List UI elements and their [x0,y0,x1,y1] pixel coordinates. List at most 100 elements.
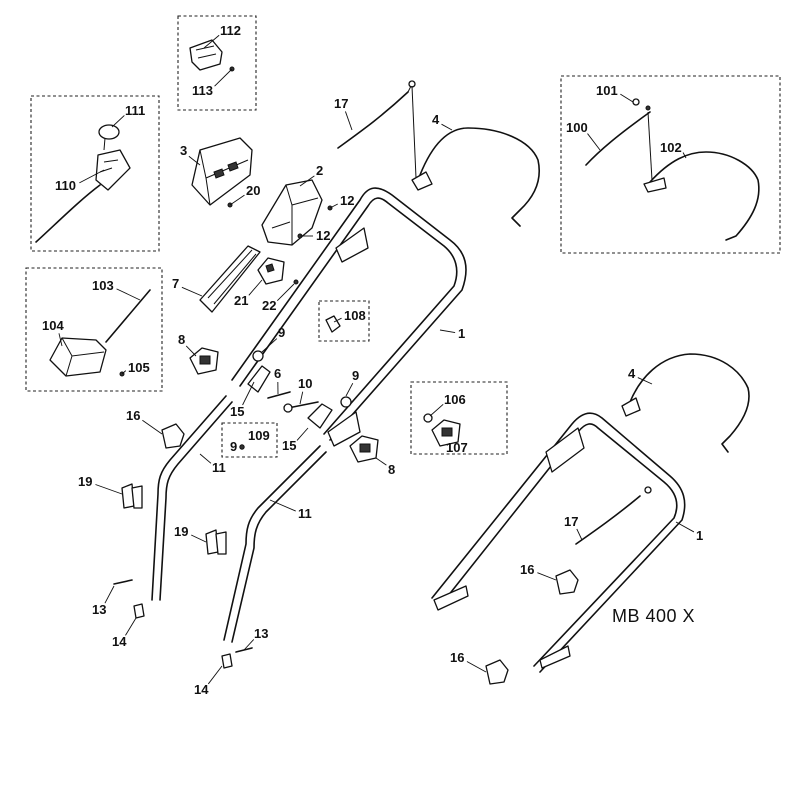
part-9-washer-b [340,396,352,408]
leader-16 [142,419,163,435]
leader-15 [242,381,255,406]
assembled-cap-16-b [485,659,509,685]
part-101-nut-dot [645,105,651,111]
leader-2 [299,175,315,187]
callout-9: 9 [278,325,285,340]
leader-10 [299,391,304,405]
callout-109: 109 [248,428,270,443]
part-15-bracket-a [247,365,271,393]
part-4-bail-bar-upper [411,85,540,227]
leader-21 [248,279,263,296]
callout-16: 16 [520,562,534,577]
assembled-handle-1 [431,412,686,673]
callout-3: 3 [180,143,187,158]
leader-1 [675,521,695,533]
part-10-bolt [283,401,319,413]
leader-9 [345,382,354,397]
leader-112 [203,34,220,49]
part-19-clip-right [205,529,227,555]
leader-101 [620,93,634,103]
callout-102: 102 [660,140,682,155]
part-100-cable [585,111,651,166]
part-102-bail-bar [643,111,760,241]
leader-11 [269,499,296,512]
leader-8 [185,345,197,357]
leader-4 [637,377,653,385]
part-109-screw [239,444,245,450]
leader-15 [296,427,309,441]
leader-14 [207,665,223,685]
part-22-screw [293,279,299,285]
leader-16 [537,572,557,581]
leader-9 [261,338,278,353]
callout-108: 108 [344,308,366,323]
inset-box-108 [318,300,370,342]
leader-1 [439,329,456,333]
callout-16: 16 [126,408,140,423]
leader-17 [576,528,583,541]
callout-12: 12 [316,228,330,243]
callout-4: 4 [432,112,440,127]
part-15-bracket-b [307,403,333,429]
part-112-clip [189,39,223,71]
callout-19: 19 [78,474,92,489]
part-107-knob [431,419,461,447]
leader-lines [58,34,695,685]
leader-22 [276,283,295,301]
callout-106: 106 [444,392,466,407]
callout-17: 17 [334,96,348,111]
leader-105 [121,370,127,375]
callout-21: 21 [234,293,248,308]
assembled-cable-17 [575,486,652,545]
model-label: MB 400 X [612,606,695,626]
leader-19 [191,534,207,543]
callout-9: 9 [352,368,359,383]
leader-3 [188,155,201,166]
callout-112: 112 [220,23,241,38]
leader-108 [333,317,342,323]
callout-107: 107 [446,440,468,455]
leader-111 [111,115,125,128]
part-108-clip [325,315,341,333]
callout-103: 103 [92,278,114,293]
leader-100 [587,133,601,151]
leader-14 [125,617,137,636]
callout-100: 100 [566,120,588,135]
part-11-lower-tube-left [151,395,233,601]
inset-box-103-105 [25,267,163,392]
part-17-cable-upper [337,80,416,149]
inset-box-106-107 [410,381,508,455]
callout-14: 14 [194,682,209,697]
callout-1: 1 [696,528,703,543]
callout-8: 8 [388,462,395,477]
part-110-throttle-lever [35,149,131,243]
callout-14: 14 [112,634,127,649]
callout-110: 110 [55,178,76,193]
callout-2: 2 [316,163,323,178]
callout-4: 4 [628,366,636,381]
callout-1: 1 [458,326,465,341]
part-101-nut [632,98,640,106]
callout-11: 11 [212,460,226,475]
leader-102 [682,152,687,159]
leader-113 [214,68,233,87]
callout-113: 113 [192,83,213,98]
callout-11: 11 [298,506,312,521]
inset-box-112-113 [177,15,257,111]
leader-12 [329,203,338,209]
leader-11 [199,453,212,464]
callout-13: 13 [92,602,106,617]
callout-101: 101 [596,83,618,98]
callout-15: 15 [230,404,244,419]
callout-22: 22 [262,298,276,313]
callout-16: 16 [450,650,464,665]
callout-7: 7 [172,276,179,291]
leader-4 [441,123,453,131]
leader-106 [429,403,444,417]
callout-8: 8 [178,332,185,347]
leader-19 [95,484,123,495]
part-19-clip-left [121,483,143,509]
part-13-bolt-left [113,579,133,585]
callout-9: 9 [230,439,237,454]
